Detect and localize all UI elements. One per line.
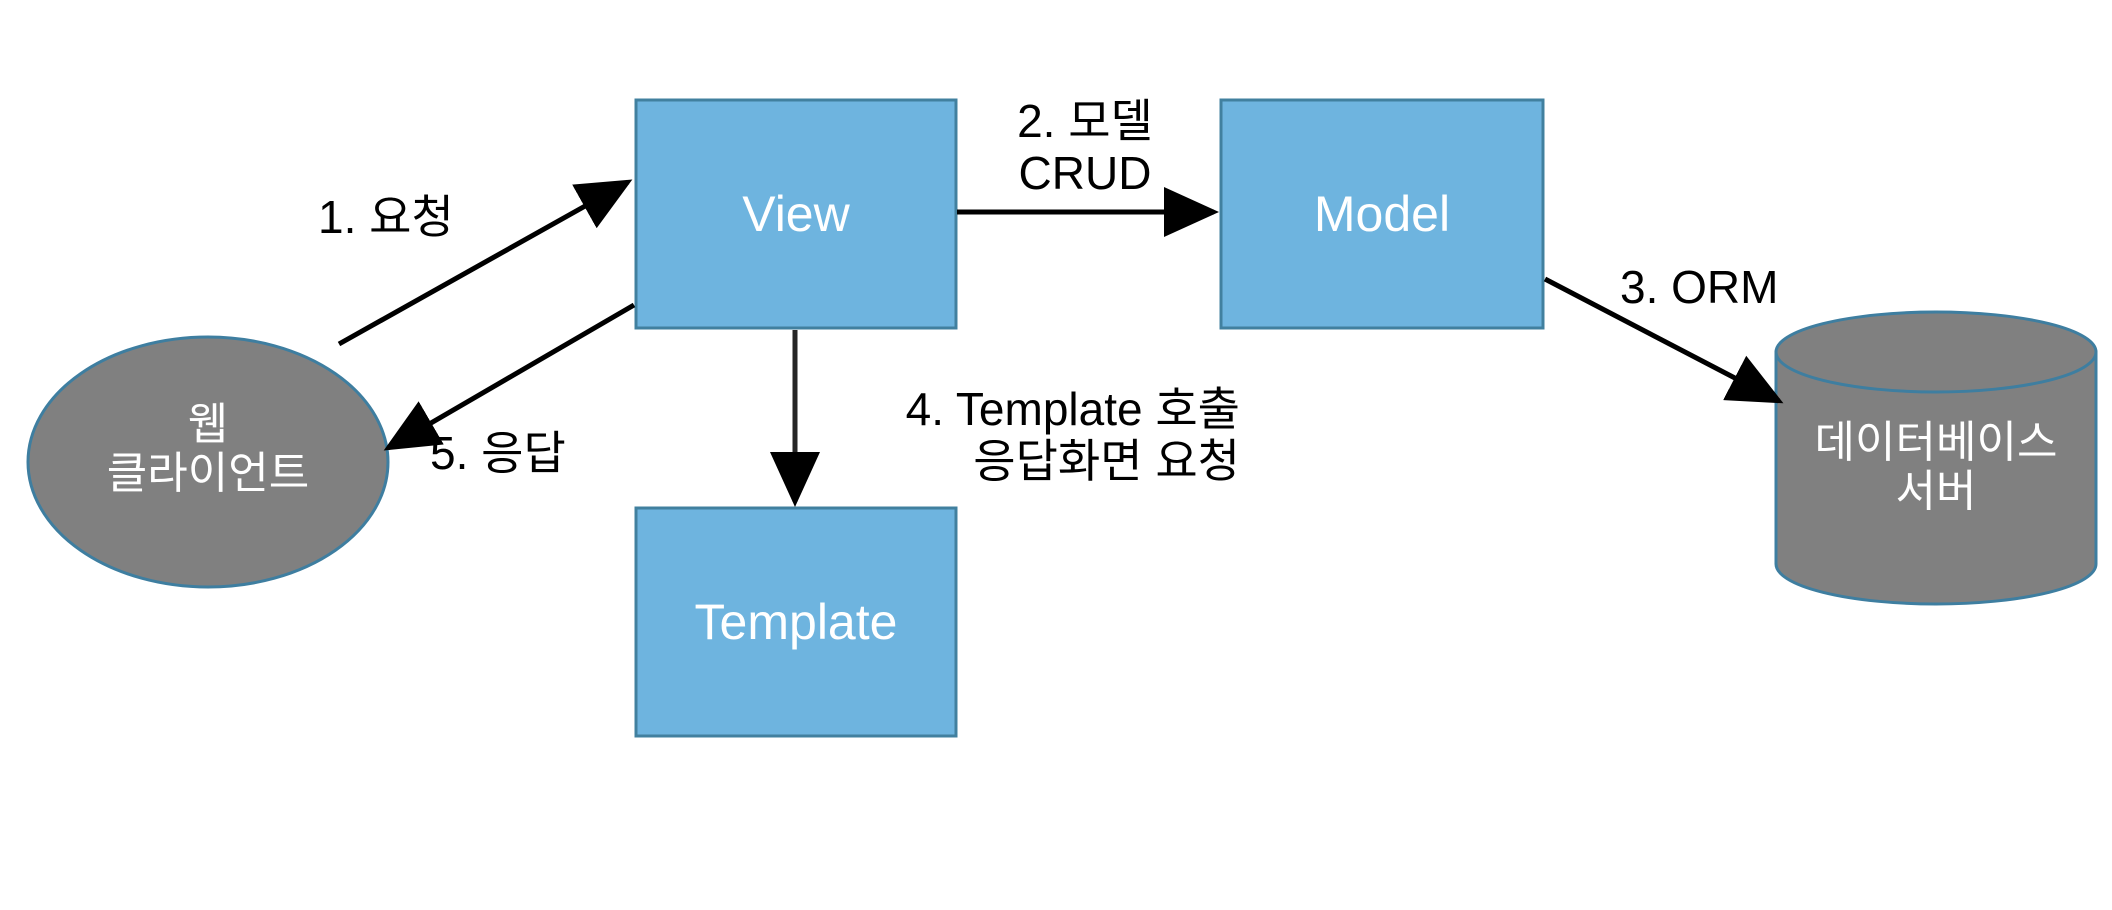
edge-1-request-line <box>337 179 633 347</box>
edge-3-orm-line <box>1543 276 1784 404</box>
edge-3-orm-label: 3. ORM <box>1620 261 1779 313</box>
edge-2-model-crud-label: 2. 모델 CRUD <box>1017 95 1153 199</box>
edge-4-template-call-label: 4. Template 호출 응답화면 요청 <box>905 383 1240 487</box>
edge-5-response-label: 5. 응답 <box>430 427 566 479</box>
node-database-server-shape[interactable] <box>1774 310 2098 606</box>
edge-1-request-label: 1. 요청 <box>318 191 454 243</box>
node-template-shape[interactable] <box>634 506 958 738</box>
node-web-client-shape[interactable] <box>26 335 390 589</box>
edge-5-response-line <box>383 302 636 451</box>
node-view-shape[interactable] <box>634 98 958 330</box>
node-model-shape[interactable] <box>1219 98 1545 330</box>
